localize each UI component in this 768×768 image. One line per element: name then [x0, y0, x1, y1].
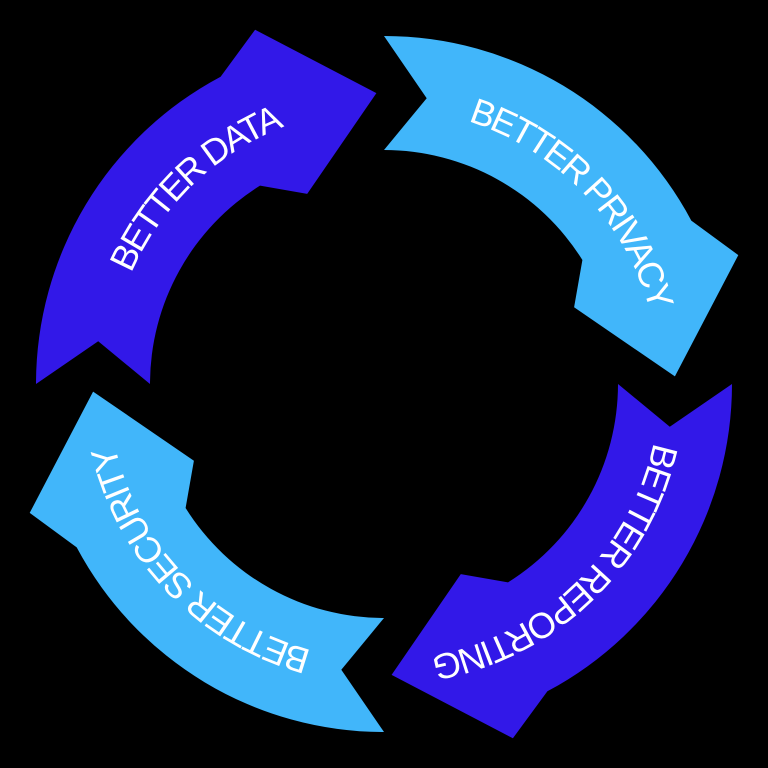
cycle-arrow-better-reporting: BETTER REPORTING — [391, 384, 732, 739]
cycle-arrow-better-data: BETTER DATA — [35, 29, 377, 384]
arrow-shape-better-security — [29, 391, 384, 732]
arrow-shape-better-reporting — [391, 384, 732, 739]
cycle-arrow-better-security: BETTER SECURITY — [29, 391, 384, 732]
cycle-arrow-better-privacy: BETTER PRIVACY — [384, 36, 739, 377]
arrow-shape-better-data — [35, 29, 377, 384]
arrow-shape-better-privacy — [384, 36, 739, 377]
